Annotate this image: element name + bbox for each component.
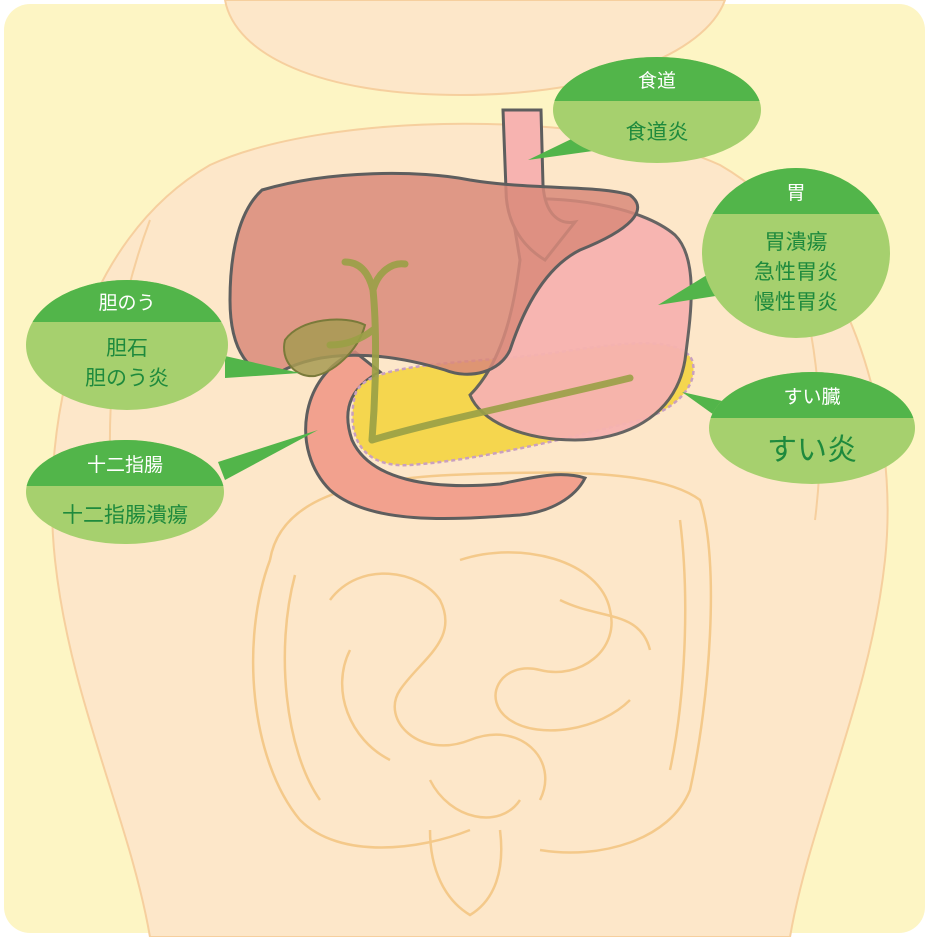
stomach-disease: 胃潰瘍 (765, 227, 828, 257)
pancreas-label: すい臓 すい炎 (709, 372, 915, 484)
duodenum-label: 十二指腸 十二指腸潰瘍 (26, 440, 224, 544)
gallbladder-disease: 胆石 (106, 333, 148, 363)
esophagus-label: 食道 食道炎 (553, 57, 761, 163)
gallbladder-disease: 胆のう炎 (85, 363, 169, 393)
common-bile-duct (372, 290, 376, 440)
stomach-label: 胃 胃潰瘍 急性胃炎 慢性胃炎 (702, 168, 890, 338)
duodenum-disease: 十二指腸潰瘍 (62, 500, 188, 530)
stomach-disease: 急性胃炎 (754, 257, 838, 287)
esophagus-disease: 食道炎 (626, 117, 689, 147)
gallbladder-label: 胆のう 胆石 胆のう炎 (26, 280, 228, 410)
stomach-disease: 慢性胃炎 (754, 287, 838, 317)
pancreas-disease: すい炎 (767, 432, 857, 470)
